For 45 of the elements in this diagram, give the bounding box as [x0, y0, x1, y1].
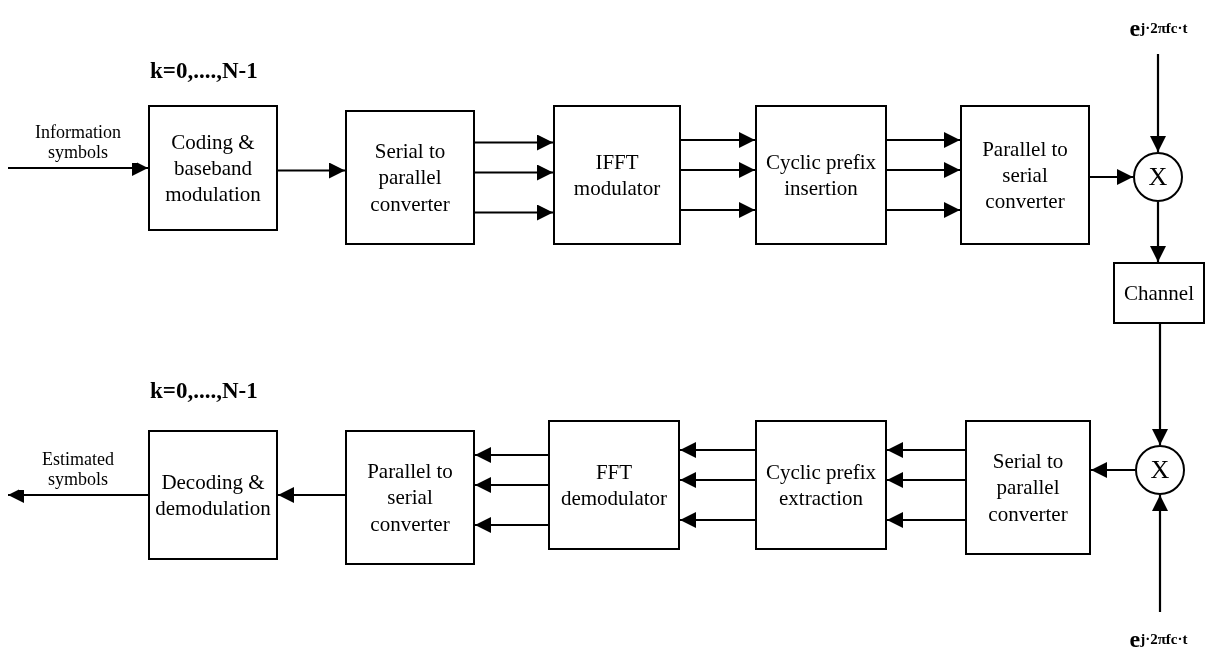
arrow	[680, 512, 755, 528]
arrow	[681, 162, 755, 178]
arrow	[887, 132, 960, 148]
arrow	[475, 134, 553, 151]
arrow	[8, 487, 148, 503]
arrow	[475, 477, 548, 493]
carrier-expression: e$^{j·2πfc·t}$	[1100, 612, 1217, 666]
process-box: Cyclic prefix extraction	[755, 420, 887, 550]
arrow	[887, 202, 960, 218]
process-box: Cyclic prefix insertion	[755, 105, 887, 245]
process-box: Coding & baseband modulation	[148, 105, 278, 231]
multiplier-circle: X	[1133, 152, 1183, 202]
arrow	[475, 164, 553, 181]
arrow	[278, 487, 345, 503]
arrow	[1150, 54, 1166, 152]
multiplier-circle: X	[1135, 445, 1185, 495]
process-box: Serial to parallel converter	[965, 420, 1091, 555]
index-range-label: k=0,....,N-1	[150, 378, 258, 404]
process-box: Parallel to serial converter	[345, 430, 475, 565]
arrow	[887, 442, 965, 458]
carrier-expression: e$^{j·2πfc·t}$	[1100, 2, 1217, 54]
arrow	[680, 442, 755, 458]
arrow	[8, 160, 148, 176]
arrow	[1152, 495, 1168, 612]
arrow	[680, 472, 755, 488]
arrow	[475, 204, 553, 221]
arrow	[1090, 169, 1133, 185]
process-box: IFFT modulator	[553, 105, 681, 245]
arrow	[887, 472, 965, 488]
arrow	[887, 512, 965, 528]
arrow	[278, 162, 345, 179]
index-range-label: k=0,....,N-1	[150, 58, 258, 84]
arrow	[1091, 462, 1135, 478]
process-box: FFT demodulator	[548, 420, 680, 550]
process-box: Channel	[1113, 262, 1205, 324]
arrow	[887, 162, 960, 178]
arrow	[1150, 202, 1166, 262]
arrow	[475, 517, 548, 533]
process-box: Serial to parallel converter	[345, 110, 475, 245]
arrow	[475, 447, 548, 463]
process-box: Decoding & demodulation	[148, 430, 278, 560]
arrow	[681, 132, 755, 148]
process-box: Parallel to serial converter	[960, 105, 1090, 245]
arrow	[681, 202, 755, 218]
arrow	[1152, 324, 1168, 445]
